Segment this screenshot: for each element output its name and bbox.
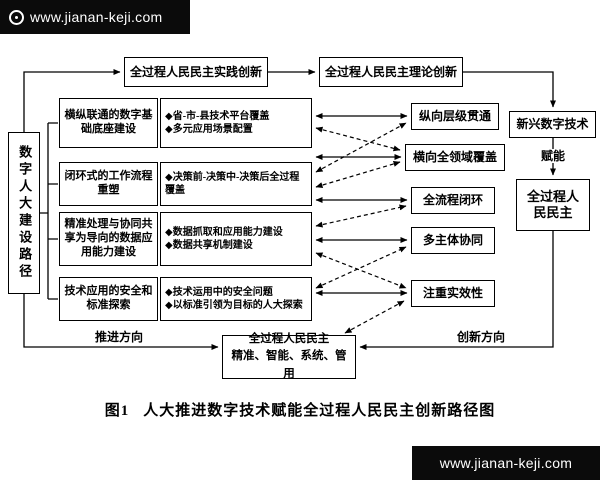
bullet-item: ◆以标准引领为目标的人大探索 [165, 300, 303, 311]
dashed-b2-f2 [315, 160, 401, 189]
category-1-box: 横纵联通的数字基础底座建设 [59, 98, 158, 148]
bullet-item: ◆数据共享机制建设 [165, 240, 253, 251]
feature-vertical-box: 纵向层级贯通 [411, 103, 499, 130]
dashed-b1-f2 [315, 126, 401, 152]
bullets-2-box: ◆决策前-决策中-决策后全过程覆盖 [160, 162, 312, 206]
left-axis-box: 数字人大建设路径 [8, 132, 40, 294]
dashed-b3-f3 [315, 204, 407, 228]
category-2-box: 闭环式的工作流程重塑 [59, 162, 158, 206]
bullet-item: ◆决策前-决策中-决策后全过程覆盖 [165, 172, 300, 196]
lens-icon [9, 9, 24, 25]
category-3-box: 精准处理与协同共享为导向的数据应用能力建设 [59, 212, 158, 266]
bullet-item: ◆多元应用场景配置 [165, 124, 253, 135]
outcome-line1: 全过程人民民主 [248, 333, 330, 346]
bullets-3-box: ◆数据抓取和应用能力建设 ◆数据共享机制建设 [160, 212, 312, 266]
connector-democracy-to-outcome [359, 231, 554, 350]
promote-direction-label: 推进方向 [88, 330, 150, 345]
democracy-box: 全过程人民民主 [516, 179, 590, 231]
figure-caption-label: 图1 [104, 403, 130, 419]
outcome-box: 全过程人民民主 精准、智能、系统、管用 [222, 333, 356, 380]
innovate-direction-label: 创新方向 [450, 330, 512, 345]
figure-caption-text: 人大推进数字技术赋能全过程人民民主创新路径图 [143, 403, 496, 419]
watermark-top: www.jianan-keji.com [0, 0, 190, 34]
feature-multiactor-box: 多主体协同 [411, 227, 495, 254]
bullet-item: ◆技术运用中的安全问题 [165, 287, 273, 298]
dashed-b3-f5 [315, 252, 407, 289]
bullets-4-box: ◆技术运用中的安全问题 ◆以标准引领为目标的人大探索 [160, 277, 312, 321]
connector-axis-bracket [40, 122, 58, 300]
watermark-top-text: www.jianan-keji.com [30, 9, 163, 25]
theory-innovation-box: 全过程人民民主理论创新 [319, 57, 463, 87]
connector-theory-to-tech [463, 71, 556, 108]
outcome-line2: 精准、智能、系统、管用 [231, 350, 347, 380]
feature-horizontal-box: 横向全领域覆盖 [405, 144, 505, 171]
figure-caption: 图1 人大推进数字技术赋能全过程人民民主创新路径图 [0, 399, 600, 420]
category-4-box: 技术应用的安全和标准探索 [59, 277, 158, 321]
watermark-bottom-text: www.jianan-keji.com [439, 455, 573, 471]
dashed-b4-f4 [315, 246, 407, 289]
watermark-bottom: www.jianan-keji.com [412, 446, 600, 480]
emerging-tech-box: 新兴数字技术 [509, 111, 596, 138]
feature-loop-box: 全流程闭环 [411, 187, 495, 214]
feature-effectiveness-box: 注重实效性 [411, 280, 495, 307]
enable-label: 赋能 [531, 149, 575, 164]
connector-axis-to-outcome [23, 294, 219, 350]
practice-innovation-box: 全过程人民民主实践创新 [124, 57, 268, 87]
bullet-item: ◆省-市-县技术平台覆盖 [165, 111, 270, 122]
connector-axis-to-practice [23, 69, 121, 132]
bullets-1-box: ◆省-市-县技术平台覆盖 ◆多元应用场景配置 [160, 98, 312, 148]
bullet-item: ◆数据抓取和应用能力建设 [165, 227, 283, 238]
dashed-outcome-f5 [344, 300, 405, 334]
